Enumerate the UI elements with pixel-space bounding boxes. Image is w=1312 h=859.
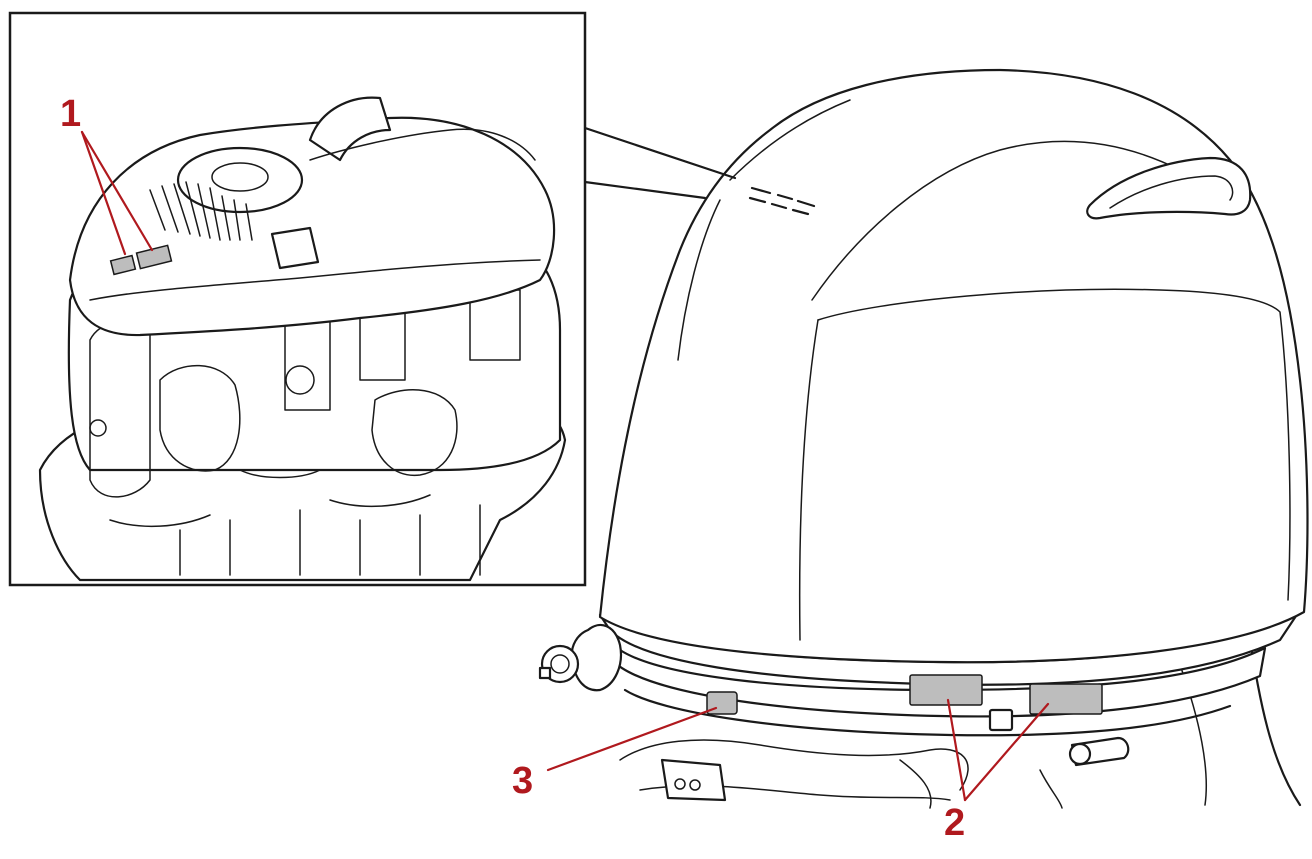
inset-label-patch-1a <box>109 254 137 276</box>
cowl-ridge <box>811 140 1181 301</box>
inset-engine-part-8 <box>89 419 107 437</box>
cowl-front-contour <box>677 199 721 361</box>
inset-engine-part-7 <box>285 365 315 395</box>
hidden-label-dashes-2 <box>748 196 810 216</box>
inset-flywheel-cap-inner <box>211 162 269 192</box>
leader-3 <box>546 706 718 772</box>
inset-connector-top <box>583 126 737 180</box>
latch-clip <box>988 708 1014 732</box>
inset-engine-part-5 <box>371 389 458 477</box>
bracket-outline <box>619 739 969 791</box>
leader-2a <box>946 698 967 802</box>
label-patch-2a <box>909 674 983 706</box>
label-patch-2b <box>1029 683 1103 715</box>
inset-cover-edge <box>89 259 541 301</box>
inset-engine-part-2 <box>159 364 241 472</box>
inset-lower-lines <box>179 504 481 576</box>
side-knob <box>538 623 623 692</box>
cowl-front-ridge <box>729 99 851 181</box>
callout-3: 3 <box>512 760 534 802</box>
cowl-band-bottom <box>623 688 1232 737</box>
inset-handle-base <box>309 128 536 161</box>
leader-2b <box>963 702 1050 802</box>
side-panel-top <box>817 288 1291 601</box>
inset-cover-handle <box>308 96 392 162</box>
cable-fitting <box>1039 736 1130 809</box>
air-intake <box>1086 156 1252 220</box>
inset-vent-fins <box>149 181 253 241</box>
inset-small-bracket <box>270 226 320 270</box>
inset-connector-bottom <box>583 180 707 200</box>
leader-1a <box>80 130 127 256</box>
side-panel-left <box>798 319 819 641</box>
callout-2: 2 <box>944 802 966 844</box>
inset-detail <box>8 11 587 587</box>
steering-block <box>660 758 727 802</box>
leader-1b <box>80 130 154 252</box>
callout-1: 1 <box>60 93 82 135</box>
inset-hoses <box>109 469 431 528</box>
outboard-motor <box>538 68 1309 809</box>
hidden-label-dashes <box>750 186 816 208</box>
bracket-arm <box>899 759 932 809</box>
inset-flywheel-cap <box>176 146 304 214</box>
